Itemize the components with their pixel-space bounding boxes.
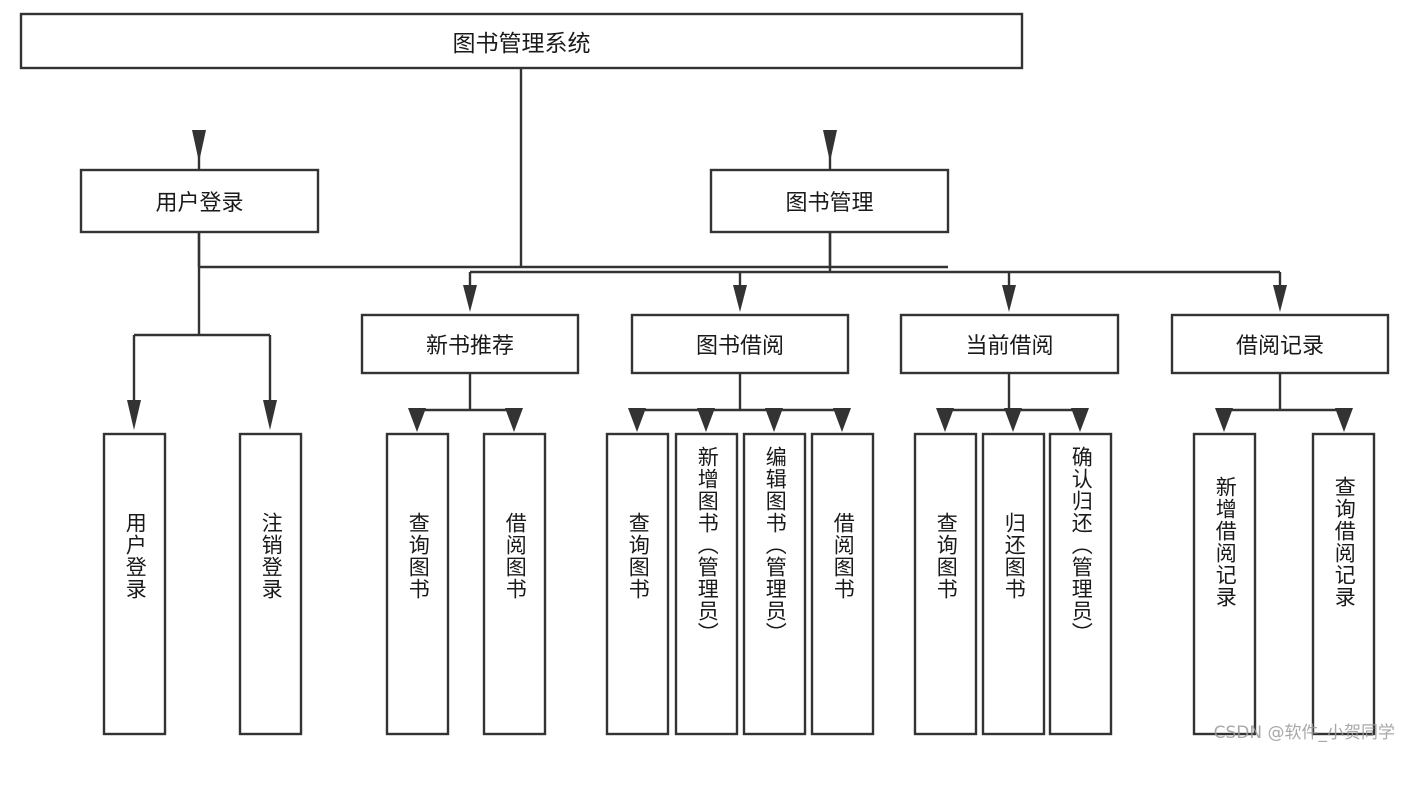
arrow-leaf-return-book: [1004, 408, 1022, 432]
connector-group-book-manage-children: [463, 232, 1287, 312]
diagram-canvas: [19, 12, 1390, 736]
node-box-leaf-query-borrow-record[interactable]: [1311, 432, 1376, 736]
node-box-leaf-borrow-book-2[interactable]: [810, 432, 875, 736]
node-box-leaf-borrow-book-1[interactable]: [482, 432, 547, 736]
connector-group-book-borrow-children: [628, 373, 851, 432]
arrow-leaf-query-book-2: [628, 408, 646, 432]
connector-group-user-login-children: [127, 232, 277, 430]
node-box-new-book-recommend[interactable]: [360, 313, 580, 375]
node-box-borrow-record[interactable]: [1170, 313, 1390, 375]
arrow-borrow-record: [1273, 285, 1287, 312]
node-box-leaf-edit-book[interactable]: [742, 432, 807, 736]
arrow-leaf-add-borrow-record: [1215, 408, 1233, 432]
arrow-new-book-recommend: [463, 285, 477, 312]
arrow-leaf-borrow-book-2: [833, 408, 851, 432]
node-box-leaf-add-book[interactable]: [674, 432, 739, 736]
node-box-current-borrow[interactable]: [899, 313, 1120, 375]
arrow-user-login: [192, 130, 206, 162]
arrow-leaf-user-login: [127, 400, 141, 430]
connector-group-current-borrow-children: [936, 373, 1089, 432]
node-box-book-manage[interactable]: [709, 168, 950, 234]
arrow-book-manage: [823, 130, 837, 162]
node-box-leaf-user-login[interactable]: [102, 432, 167, 736]
node-box-root[interactable]: [19, 12, 1024, 70]
node-box-leaf-return-book[interactable]: [981, 432, 1046, 736]
arrow-leaf-confirm-return: [1071, 408, 1089, 432]
connector-group-root-to-level2: [197, 68, 948, 269]
arrow-book-borrow: [733, 285, 747, 312]
node-box-leaf-query-book-1[interactable]: [385, 432, 450, 736]
arrow-leaf-query-book-1: [408, 408, 426, 432]
node-box-leaf-query-book-2[interactable]: [605, 432, 670, 736]
arrow-leaf-edit-book: [765, 408, 783, 432]
node-box-leaf-query-book-3[interactable]: [913, 432, 978, 736]
arrow-current-borrow: [1002, 285, 1016, 312]
node-box-leaf-confirm-return[interactable]: [1048, 432, 1113, 736]
arrowheads-level2: [192, 130, 837, 162]
connector-group-borrow-record-children: [1215, 373, 1353, 432]
node-box-leaf-logout[interactable]: [238, 432, 303, 736]
arrow-leaf-query-book-3: [936, 408, 954, 432]
arrow-leaf-borrow-book-1: [505, 408, 523, 432]
node-box-user-login[interactable]: [79, 168, 320, 234]
connector-group-new-book-recommend-children: [408, 373, 523, 432]
arrow-leaf-query-borrow-record: [1335, 408, 1353, 432]
node-box-book-borrow[interactable]: [630, 313, 850, 375]
node-box-leaf-add-borrow-record[interactable]: [1192, 432, 1257, 736]
arrow-leaf-add-book: [697, 408, 715, 432]
functional-structure-diagram: 图书管理系统 用户登录 图书管理 新书推荐 图书借阅 当前借阅 借阅记录 用户登…: [19, 12, 1395, 743]
arrow-leaf-logout: [263, 400, 277, 430]
